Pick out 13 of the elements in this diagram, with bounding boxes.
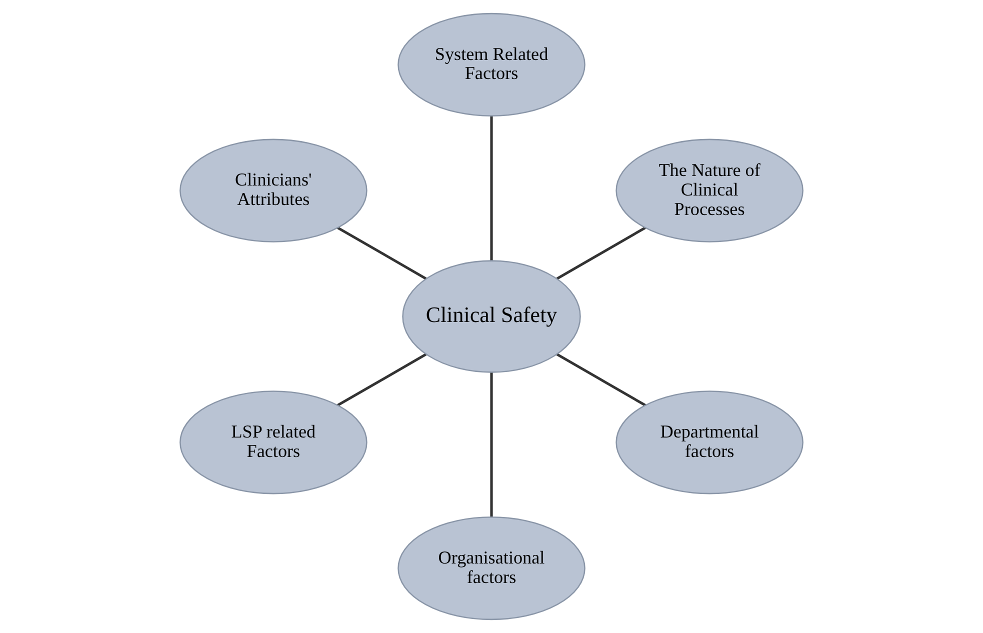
node-ellipse: The Nature of Clinical Processes <box>616 138 804 242</box>
node-ellipse: Clinicians' Attributes <box>180 138 368 242</box>
connector <box>490 116 493 261</box>
connector <box>556 226 646 280</box>
connector <box>490 372 493 517</box>
connector <box>337 353 427 406</box>
node-ellipse: Clinical Safety <box>402 260 581 373</box>
node-ellipse: Departmental factors <box>616 390 804 494</box>
connector <box>337 226 427 280</box>
connector <box>556 353 646 406</box>
node-ellipse: Organisational factors <box>398 516 586 620</box>
node-ellipse: LSP related Factors <box>180 390 368 494</box>
node-ellipse: System Related Factors <box>398 12 586 117</box>
